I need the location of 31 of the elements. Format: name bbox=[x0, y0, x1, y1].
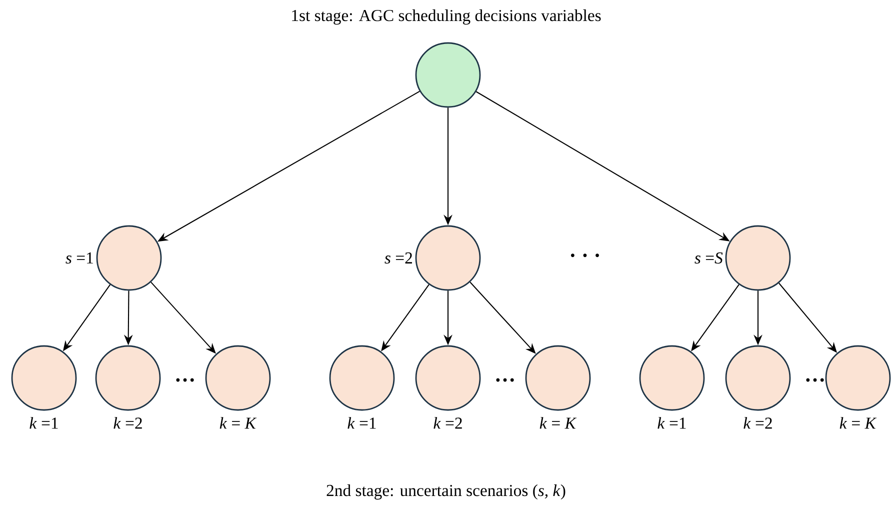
scenario-label: k =2 bbox=[434, 417, 462, 429]
scenario-label: k = K bbox=[840, 417, 877, 429]
sub-scenario-circle bbox=[415, 345, 481, 411]
scenario-circle bbox=[725, 225, 791, 291]
sub-scenario-circle bbox=[725, 345, 791, 411]
sub-scenario-circle bbox=[329, 345, 395, 411]
scenario-circle bbox=[96, 225, 162, 291]
scenario-label: s =2 bbox=[384, 252, 412, 264]
sub-scenario-circle bbox=[11, 345, 77, 411]
scenario-label: k =1 bbox=[30, 417, 58, 429]
ellipsis-dots: … bbox=[176, 378, 194, 382]
scenario-circle bbox=[415, 225, 481, 291]
scenario-label: s =1 bbox=[66, 252, 93, 264]
sub-scenario-circle bbox=[525, 345, 591, 411]
scenario-label: k =1 bbox=[348, 417, 376, 429]
caption: 2nd stage: uncertain scenarios (s, k) bbox=[326, 484, 566, 500]
scenario-label: k = K bbox=[540, 417, 577, 429]
ellipsis-dots: … bbox=[806, 378, 824, 382]
scenario-label: k =2 bbox=[744, 417, 772, 429]
sub-scenario-circle bbox=[205, 345, 271, 411]
scenario-label: k = K bbox=[220, 417, 257, 429]
title: 1st stage: AGC scheduling decisions variables bbox=[292, 9, 601, 25]
scenario-label: k =1 bbox=[658, 417, 686, 429]
scenario-label: s =S bbox=[694, 252, 723, 264]
sub-scenario-circle bbox=[95, 345, 161, 411]
scenario-label: k =2 bbox=[114, 417, 142, 429]
sub-scenario-circle bbox=[825, 345, 891, 411]
ellipsis-dots: … bbox=[496, 378, 514, 382]
root-circle bbox=[415, 42, 481, 108]
sub-scenario-circle bbox=[639, 345, 705, 411]
ellipsis-dots: · · · bbox=[570, 254, 599, 258]
